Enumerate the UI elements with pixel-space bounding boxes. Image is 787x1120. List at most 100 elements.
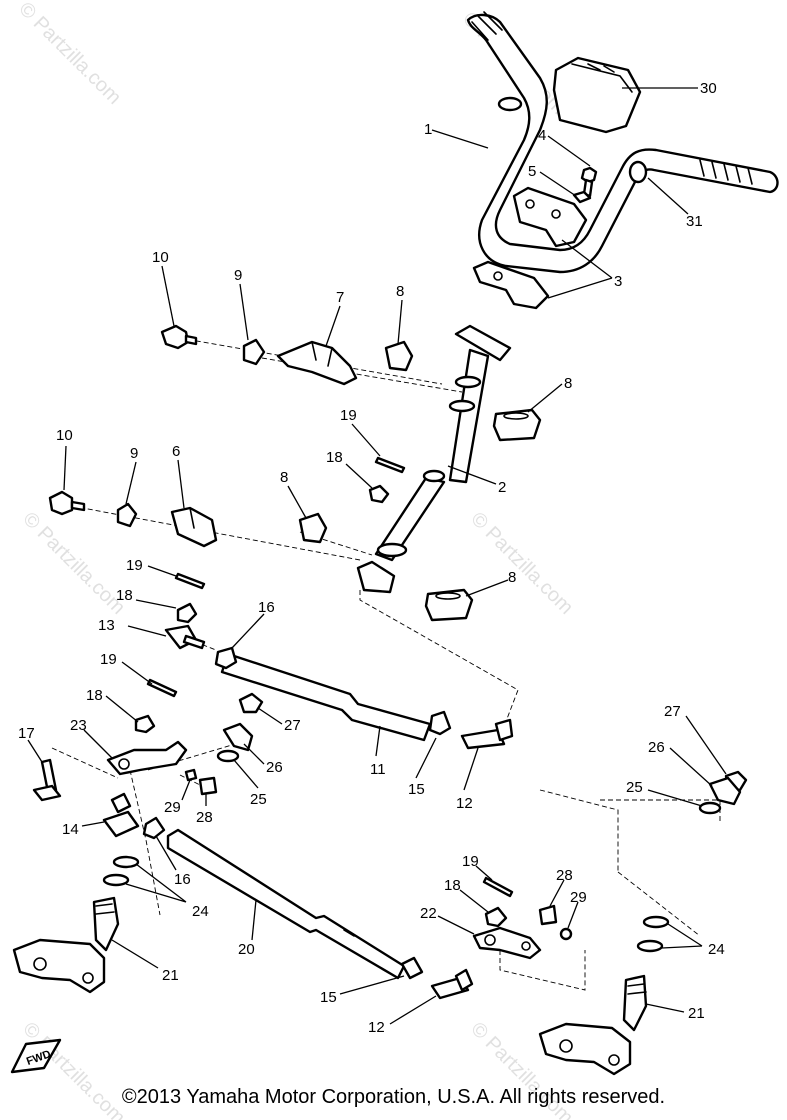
callout-18: 18 xyxy=(326,449,343,466)
tie-rod-upper xyxy=(214,646,452,742)
callout-18: 18 xyxy=(116,587,133,604)
callout-numbers: 30 1 4 5 31 3 10 9 7 8 8 19 18 2 10 9 6 … xyxy=(18,80,725,1036)
steering-spindle-right xyxy=(538,974,648,1076)
callout-16: 16 xyxy=(174,871,191,888)
clip-right xyxy=(559,927,573,941)
stopper-right xyxy=(708,776,742,806)
callout-25: 25 xyxy=(250,791,267,808)
callout-10: 10 xyxy=(152,249,169,266)
washer-left xyxy=(216,749,240,763)
callout-16: 16 xyxy=(258,599,275,616)
callout-14: 14 xyxy=(62,821,79,838)
cotter-pin-upper-rod xyxy=(174,572,206,590)
spindle-washers-left xyxy=(102,855,140,887)
callout-12: 12 xyxy=(456,795,473,812)
pin-bolt-right xyxy=(538,904,558,926)
pin-bolt-left xyxy=(198,776,218,796)
callout-15: 15 xyxy=(320,989,337,1006)
steering-spindle-left xyxy=(12,896,120,994)
callout-26: 26 xyxy=(266,759,283,776)
handlebar-cover xyxy=(552,56,642,134)
callout-2: 2 xyxy=(498,479,506,496)
column-holder-lower xyxy=(170,506,218,548)
cotter-pin-column xyxy=(374,456,406,474)
callout-18: 18 xyxy=(444,877,461,894)
watermark-text: © Partzilla.com xyxy=(18,508,129,619)
pitman-arm-right xyxy=(472,926,542,960)
callout-5: 5 xyxy=(528,163,536,180)
handlebar-holder-upper xyxy=(512,186,588,248)
callout-1: 1 xyxy=(424,121,432,138)
bolt-upper xyxy=(160,324,198,350)
callout-15: 15 xyxy=(408,781,425,798)
callout-8: 8 xyxy=(508,569,516,586)
tie-rod-end-right-lower xyxy=(430,968,474,1000)
callout-13: 13 xyxy=(98,617,115,634)
callout-19: 19 xyxy=(100,651,117,668)
callout-29: 29 xyxy=(570,889,587,906)
clip-left xyxy=(184,768,198,782)
castle-nut-column xyxy=(368,484,390,504)
callout-28: 28 xyxy=(196,809,213,826)
callout-27: 27 xyxy=(664,703,681,720)
stopper-left xyxy=(222,722,254,752)
column-bushing-lower-left xyxy=(298,512,328,544)
clamp-nut-lower xyxy=(116,502,138,528)
callout-20: 20 xyxy=(238,941,255,958)
castle-nut-upper-rod xyxy=(176,602,198,624)
leader-lines xyxy=(27,87,727,1025)
callout-23: 23 xyxy=(70,717,87,734)
callout-28: 28 xyxy=(556,867,573,884)
callout-8: 8 xyxy=(280,469,288,486)
callout-3: 3 xyxy=(614,273,622,290)
holder-bolt xyxy=(580,166,598,198)
callout-21: 21 xyxy=(688,1005,705,1022)
copyright-notice: ©2013 Yamaha Motor Corporation, U.S.A. A… xyxy=(121,1086,666,1108)
cotter-pin-right xyxy=(482,876,514,898)
callout-6: 6 xyxy=(172,443,180,460)
tie-rod-end-left-upper xyxy=(164,624,206,650)
watermark-text: © Partzilla.com xyxy=(14,0,125,109)
callout-7: 7 xyxy=(336,289,344,306)
callout-19: 19 xyxy=(462,853,479,870)
callout-4: 4 xyxy=(538,127,546,144)
callout-21: 21 xyxy=(162,967,179,984)
callout-12: 12 xyxy=(368,1019,385,1036)
callout-31: 31 xyxy=(686,213,703,230)
column-holder-upper xyxy=(276,340,358,386)
column-bushing-upper-left xyxy=(384,340,414,372)
callout-24: 24 xyxy=(192,903,209,920)
castle-nut-left-arm xyxy=(134,714,156,734)
callout-19: 19 xyxy=(126,557,143,574)
callout-9: 9 xyxy=(234,267,242,284)
tie-rod-end-right-upper xyxy=(460,718,514,750)
callout-30: 30 xyxy=(700,80,717,97)
clamp-nut-upper xyxy=(242,338,266,366)
callout-27: 27 xyxy=(284,717,301,734)
callout-26: 26 xyxy=(648,739,665,756)
cap-nut-left xyxy=(238,692,264,714)
callout-8: 8 xyxy=(564,375,572,392)
watermark-text: © Partzilla.com xyxy=(466,508,577,619)
tie-rod-end-left-lower xyxy=(102,792,140,838)
column-bushing-lower-right xyxy=(424,588,474,622)
callout-22: 22 xyxy=(420,905,437,922)
steering-column xyxy=(356,324,512,594)
tie-rod-lower xyxy=(142,816,424,980)
column-bushing-upper-right xyxy=(492,408,542,442)
spindle-washers-right xyxy=(636,915,670,953)
castle-nut-right xyxy=(484,906,508,928)
holder-washer xyxy=(572,190,592,204)
washer-right xyxy=(698,801,722,815)
callout-8: 8 xyxy=(396,283,404,300)
callout-25: 25 xyxy=(626,779,643,796)
arm-bolt xyxy=(32,758,62,802)
handlebar-holder-lower xyxy=(472,260,550,310)
callout-24: 24 xyxy=(708,941,725,958)
callout-19: 19 xyxy=(340,407,357,424)
callout-9: 9 xyxy=(130,445,138,462)
callout-18: 18 xyxy=(86,687,103,704)
callout-11: 11 xyxy=(370,761,386,778)
callout-17: 17 xyxy=(18,725,35,742)
